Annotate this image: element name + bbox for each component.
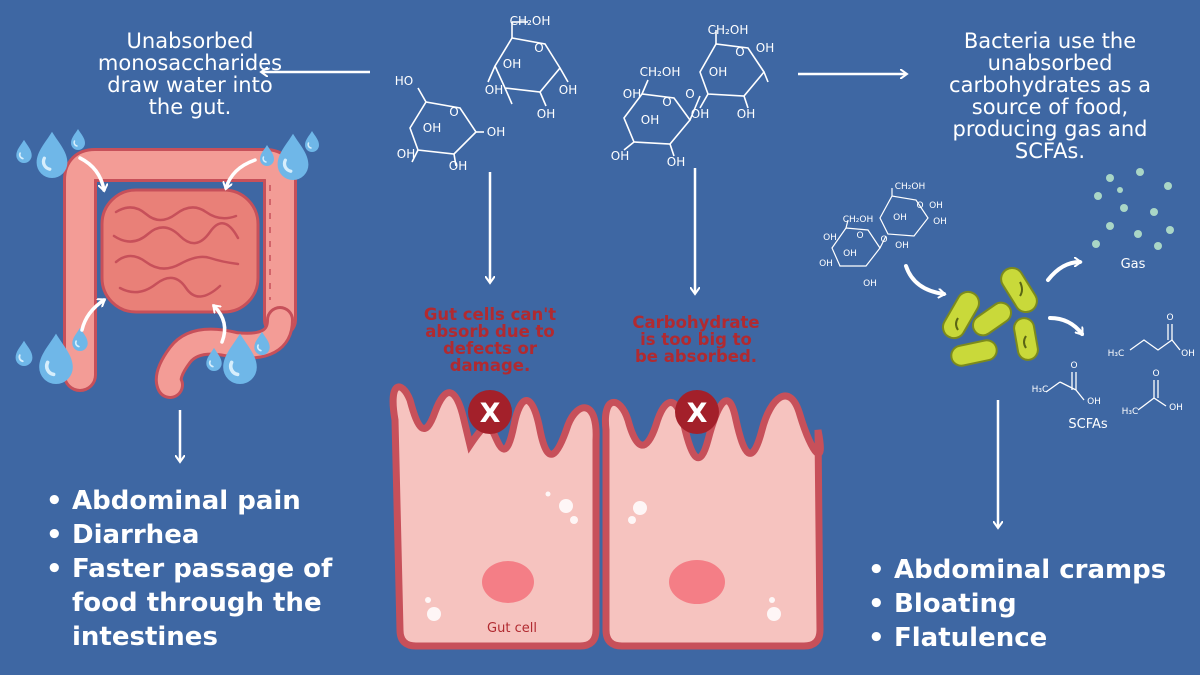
svg-text:H₃C: H₃C [1108, 349, 1125, 359]
blocked-x-left: X [468, 390, 512, 434]
scfa-labels: H₃C O OH H₃C O OH H₃C O OH [1032, 313, 1195, 417]
svg-text:OH: OH [503, 57, 521, 71]
svg-text:CH₂OH: CH₂OH [895, 182, 926, 192]
svg-text:CH₂OH: CH₂OH [510, 14, 551, 28]
svg-text:OH: OH [929, 201, 943, 211]
svg-text:OH: OH [823, 233, 837, 243]
intestine-illustration [63, 148, 297, 399]
svg-text:O: O [685, 87, 694, 101]
symptom-item: Diarrhea [44, 518, 354, 552]
symptom-item: Bloating [866, 587, 1186, 621]
disaccharide-molecule [623, 30, 769, 157]
gut-cell-label: Gut cell [487, 621, 537, 636]
arrow-to-scfas [1048, 316, 1084, 334]
svg-text:O: O [449, 105, 458, 119]
right-caption: Bacteria use the unabsorbed carbohydrate… [949, 29, 1151, 163]
svg-text:OH: OH [819, 259, 833, 269]
warning-too-big: Carbohydrate is too big to be absorbed. [632, 313, 760, 366]
svg-text:X: X [480, 398, 501, 429]
svg-text:OH: OH [863, 279, 877, 289]
scfa-structures [1045, 324, 1181, 411]
svg-text:CH₂OH: CH₂OH [843, 215, 874, 225]
left-symptom-list: Abdominal pain Diarrhea Faster passage o… [44, 484, 354, 654]
svg-text:H₃C: H₃C [1122, 407, 1139, 417]
blocked-x-right: X [675, 390, 719, 434]
gas-particles [1092, 168, 1174, 250]
bacteria-molecule [831, 188, 929, 267]
flow-arrows [180, 72, 998, 527]
svg-text:OH: OH [1169, 403, 1183, 413]
svg-text:CH₂OH: CH₂OH [640, 65, 681, 79]
svg-text:OH: OH [933, 217, 947, 227]
symptom-item: Flatulence [866, 621, 1186, 655]
svg-text:OH: OH [487, 125, 505, 139]
svg-text:O: O [735, 45, 744, 59]
svg-text:O: O [916, 201, 923, 211]
svg-text:H₃C: H₃C [1032, 385, 1049, 395]
bacteria-cluster [942, 266, 1039, 367]
svg-text:OH: OH [756, 41, 774, 55]
svg-text:OH: OH [709, 65, 727, 79]
svg-text:OH: OH [611, 149, 629, 163]
svg-text:OH: OH [843, 249, 857, 259]
right-symptom-list: Abdominal cramps Bloating Flatulence [866, 553, 1186, 655]
svg-text:O: O [1070, 361, 1077, 371]
symptom-item: Faster passage of food through the intes… [44, 552, 354, 654]
svg-text:OH: OH [485, 83, 503, 97]
bacteria-molecule-labels: CH₂OH O OH OH OH OH CH₂OH O O OH OH OH O… [819, 182, 947, 289]
cell-nucleus [482, 561, 534, 603]
svg-text:HO: HO [395, 74, 413, 88]
svg-text:OH: OH [667, 155, 685, 169]
arrow-to-gas [1046, 262, 1080, 282]
water-flow-arrows [78, 156, 257, 344]
svg-text:O: O [880, 235, 887, 245]
svg-text:OH: OH [397, 147, 415, 161]
svg-text:OH: OH [691, 107, 709, 121]
symptom-item: Abdominal cramps [866, 553, 1186, 587]
molecule-labels: CH₂OH O OH OH OH OH HO O OH OH OH OH CH₂… [395, 14, 774, 173]
svg-text:OH: OH [641, 113, 659, 127]
svg-text:CH₂OH: CH₂OH [708, 23, 749, 37]
scfas-label: SCFAs [1068, 417, 1108, 432]
gas-label: Gas [1121, 257, 1146, 272]
svg-text:OH: OH [559, 83, 577, 97]
svg-text:OH: OH [1181, 349, 1195, 359]
svg-text:O: O [662, 95, 671, 109]
svg-text:OH: OH [449, 159, 467, 173]
gut-cells: Gut cell [389, 383, 824, 650]
symptom-item: Abdominal pain [44, 484, 354, 518]
arrow-to-bacteria [904, 264, 944, 294]
svg-text:OH: OH [895, 241, 909, 251]
svg-text:OH: OH [623, 87, 641, 101]
svg-text:OH: OH [1087, 397, 1101, 407]
svg-text:OH: OH [737, 107, 755, 121]
warning-absorb-defect: Gut cells can't absorb due to defects or… [423, 305, 557, 375]
cell-nucleus [669, 560, 725, 604]
svg-text:X: X [687, 398, 708, 429]
svg-text:O: O [1166, 313, 1173, 323]
svg-text:O: O [1152, 369, 1159, 379]
svg-text:OH: OH [423, 121, 441, 135]
svg-text:O: O [856, 231, 863, 241]
svg-text:OH: OH [893, 213, 907, 223]
svg-text:OH: OH [537, 107, 555, 121]
left-caption: Unabsorbed monosaccharides draw water in… [97, 29, 283, 119]
svg-text:O: O [534, 41, 543, 55]
monosaccharide-molecules [409, 21, 569, 167]
